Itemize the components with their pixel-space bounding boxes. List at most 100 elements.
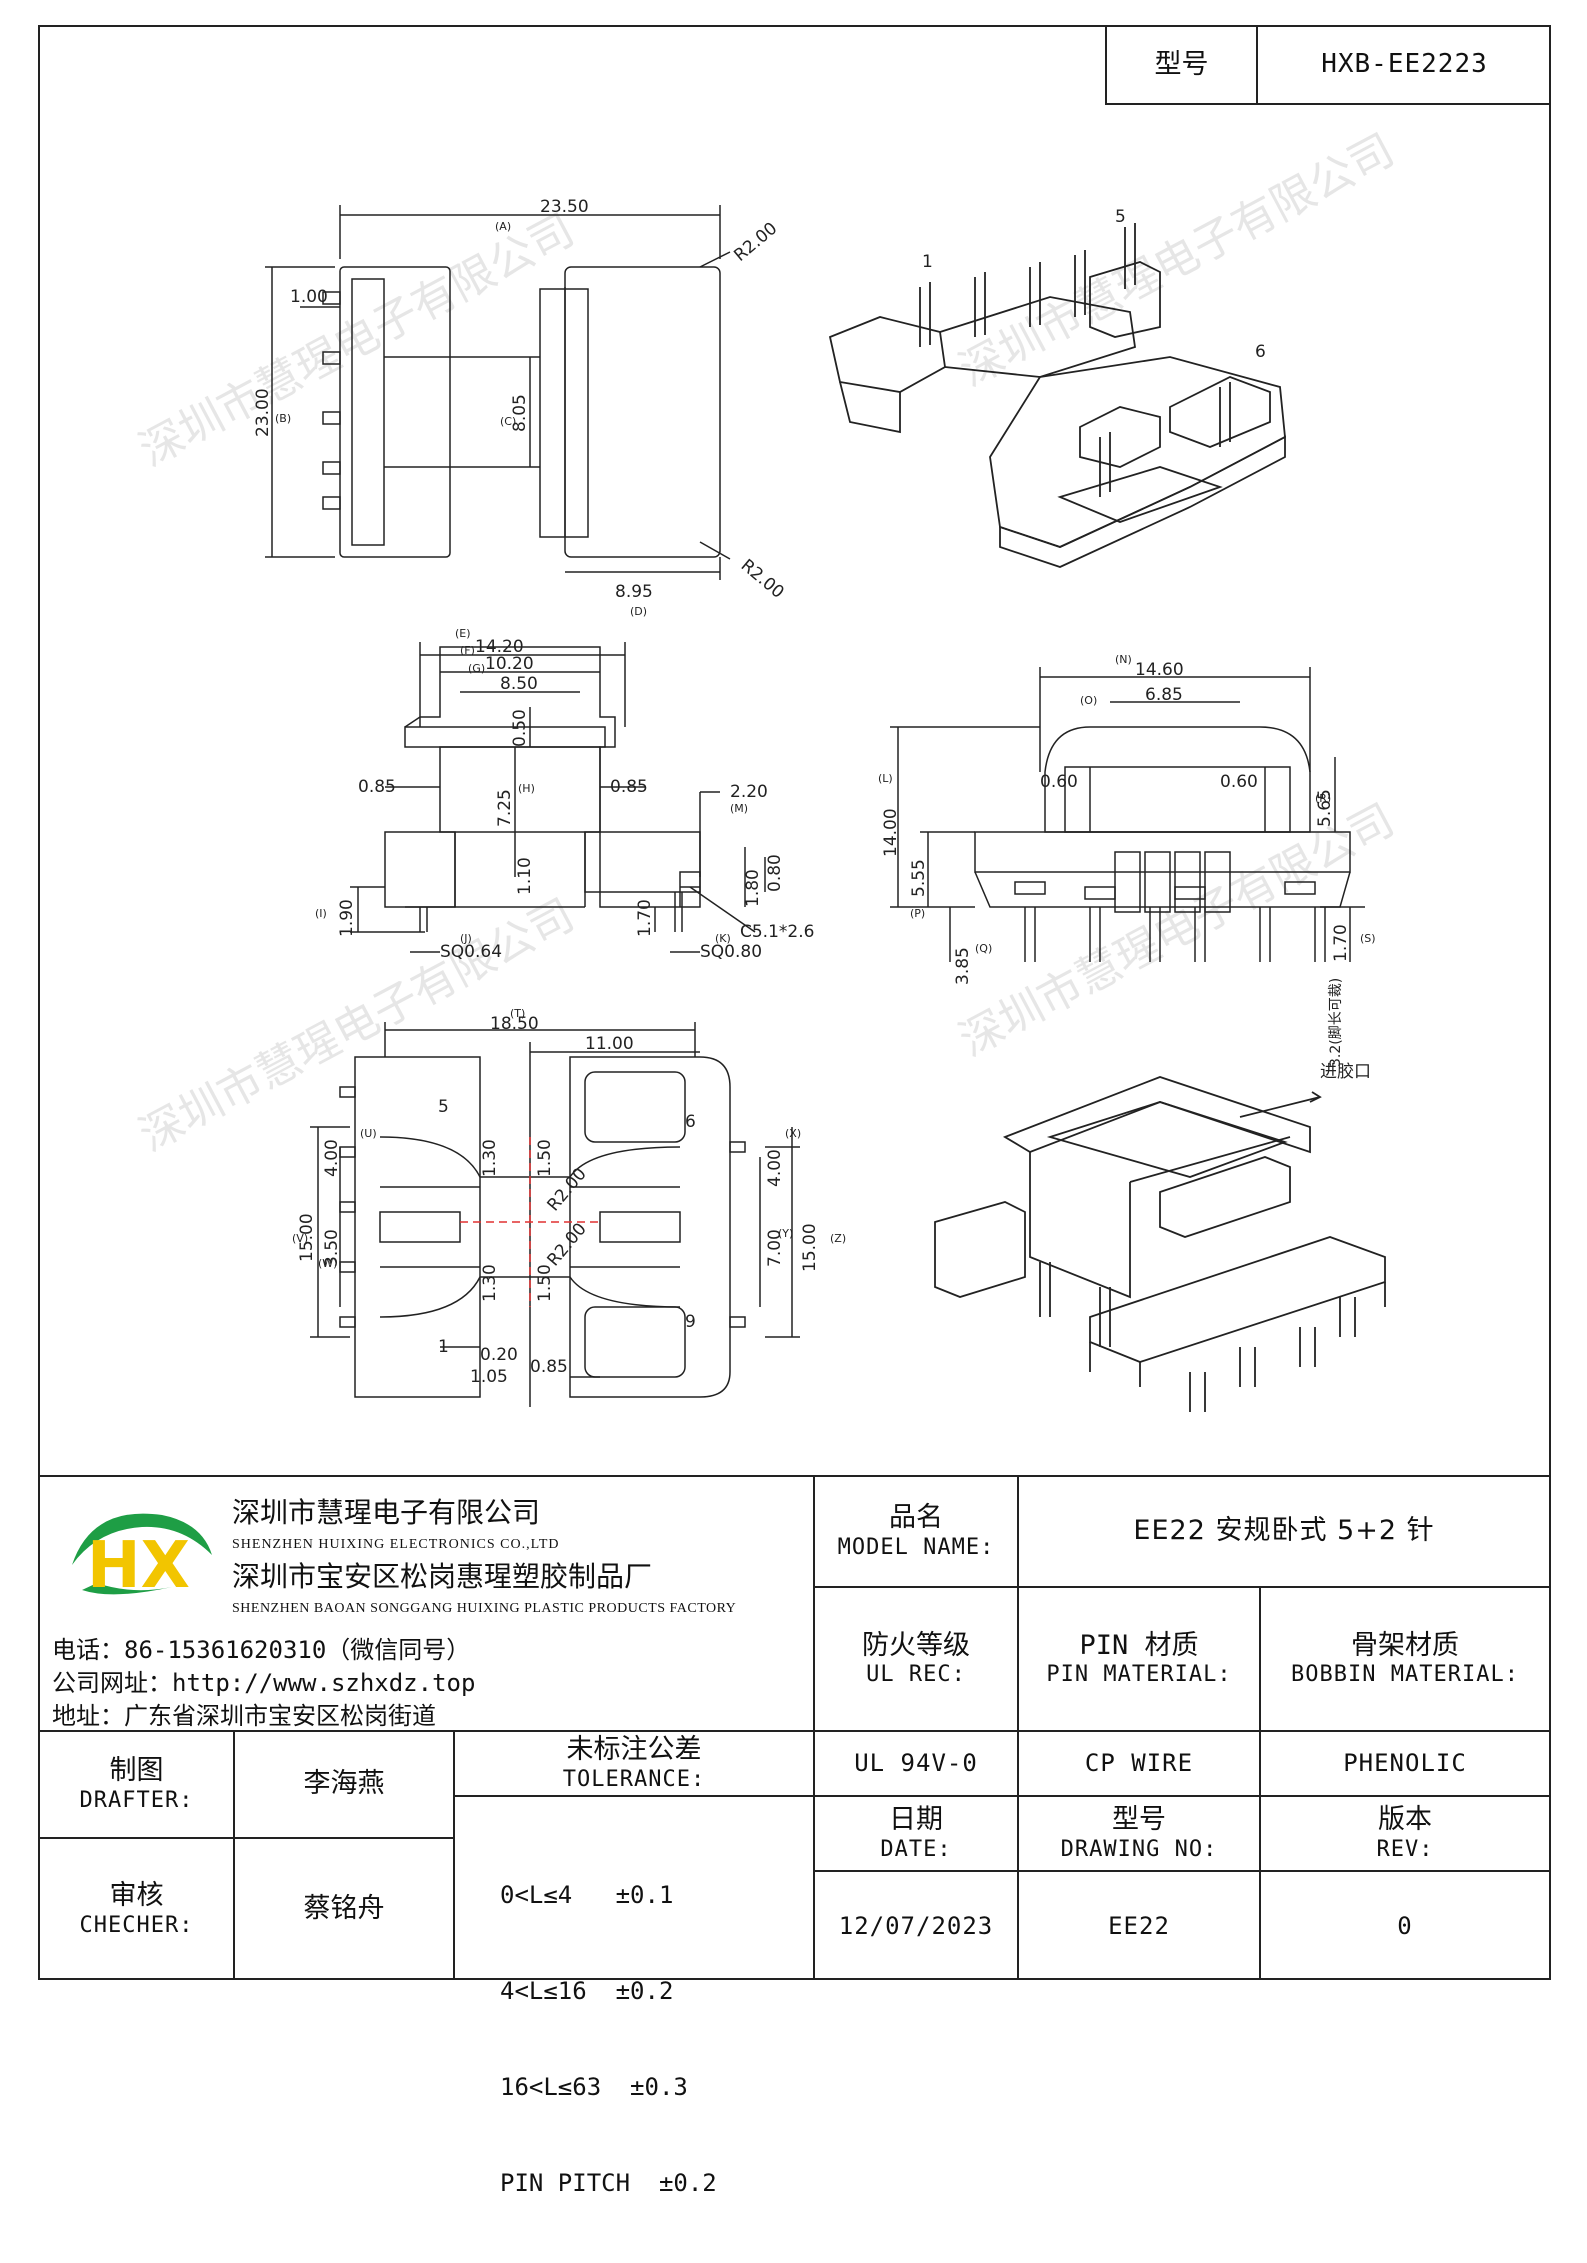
dim-g: 8.50 [500,674,538,694]
dim-h: 7.25 [495,789,515,827]
dim-110: 1.10 [515,857,535,895]
letter-d: (D) [630,605,647,618]
checker-value: 蔡铭舟 [303,1893,385,1925]
letter-x: (X) [785,1127,801,1140]
dim-130-top: 1.30 [480,1139,500,1177]
letter-f: (F) [460,644,475,657]
checker-label-cn: 审核 [109,1880,164,1912]
dim-k: SQ0.80 [700,942,762,962]
bobbin-material-label-cn: 骨架材质 [1351,1629,1459,1661]
dim-w: 3.50 [322,1229,342,1267]
bottom-view-labels: 18.50 11.00 4.00 1.30 1.50 R2.00 R2.00 1… [292,1007,846,1387]
company-logo: HX [52,1495,222,1605]
grid-line [1017,1475,1019,1980]
dim-z: 15.00 [800,1223,820,1272]
dim-e: 14.20 [475,637,524,657]
drafter-value: 李海燕 [303,1768,385,1800]
ul-rec-label-cn: 防火等级 [862,1629,970,1661]
date-value: 12/07/2023 [838,1911,994,1940]
company-name-cn: 深圳市慧瑆电子有限公司 [232,1496,541,1529]
letter-w: (W) [318,1257,337,1270]
company-website[interactable]: 公司网址：http://www.szhxdz.top [52,1669,476,1697]
dim-r2: R2.00 [737,556,788,603]
iso-pin-6: 6 [1255,342,1266,362]
bobbin-material-value: PHENOLIC [1343,1749,1467,1778]
dim-b: 23.00 [253,388,273,437]
ul-value: UL 94V-0 [854,1749,978,1778]
model-value: HXB-EE2223 [1321,49,1488,80]
header-divider [1256,27,1258,105]
letter-k: (K) [715,932,731,945]
letter-l: (L) [878,772,893,785]
letter-i: (I) [315,907,327,920]
iso-pin-5: 5 [1115,207,1126,227]
letter-u: (U) [360,1127,377,1140]
rev-label-cn: 版本 [1378,1804,1432,1836]
company-address: 地址：广东省深圳市宝安区松岗街道 [52,1702,436,1730]
front-view [350,642,766,953]
watermark: 深圳市慧瑆电子有限公司 [131,204,582,476]
dim-s: 1.70 [1331,924,1351,962]
pin-material-label-cn: PIN 材质 [1079,1629,1199,1661]
dim-o: 6.85 [1145,685,1183,705]
drawing-no-label-en: DRAWING NO: [1060,1836,1218,1862]
dim-t: 18.50 [490,1014,539,1034]
pin-1: 1 [438,1337,449,1357]
letter-o: (O) [1080,694,1097,707]
dim-1: 1.00 [290,287,328,307]
dim-x: 4.00 [765,1149,785,1187]
dim-085-right: 0.85 [610,777,648,797]
letter-h: (H) [518,782,535,795]
dim-050: 0.50 [510,709,530,747]
watermark: 深圳市慧瑆电子有限公司 [951,124,1402,396]
checker-label: 审核 CHECHER: [40,1839,233,1980]
tolerance-line: PIN PITCH ±0.2 [500,2169,717,2197]
dim-n: 14.60 [1135,660,1184,680]
dim-a: 23.50 [540,197,589,217]
dim-u: 4.00 [322,1139,342,1177]
rev-label: 版本 REV: [1261,1797,1549,1870]
iso-view-1 [828,223,1286,568]
dim-y: 7.00 [765,1229,785,1267]
dim-130-bottom: 1.30 [480,1264,500,1302]
dim-m: 2.20 [730,782,768,802]
top-view [265,205,731,580]
header-divider [1105,103,1551,105]
dim-085: 0.85 [530,1357,568,1377]
model-label: 型号 [1154,48,1209,80]
rev-value: 0 [1397,1911,1413,1940]
grid-line [813,1475,815,1980]
gate-label: 进胶口 [1320,1062,1371,1082]
grid-line [1259,1586,1261,1980]
watermarks: 深圳市慧瑆电子有限公司 深圳市慧瑆电子有限公司 深圳市慧瑆电子有限公司 深圳市慧… [131,124,1402,1161]
drawing-sheet: 型号 HXB-EE2223 深圳市慧瑆电子有限公司 深圳市慧瑆电子有限公司 深圳… [38,25,1551,2197]
tolerance-line: 0<L≤4 ±0.1 [500,1881,674,1909]
drawing-no-label-cn: 型号 [1112,1804,1166,1836]
iso-pin-1: 1 [922,252,933,272]
tolerance-line: 16<L≤63 ±0.3 [500,2073,688,2101]
grid-line [453,1730,455,1980]
drawing-no-value: EE22 [1108,1911,1170,1940]
dim-060-left: 0.60 [1040,772,1078,792]
model-name-label-en: MODEL NAME: [837,1534,995,1560]
letter-a: (A) [495,220,511,233]
grid-line [813,1586,1549,1588]
date-label-en: DATE: [880,1836,952,1862]
grid-line [233,1730,235,1980]
tolerance-line: 4<L≤16 ±0.2 [500,1977,674,2005]
grid-line [40,1837,453,1839]
model-name-label: 品名 MODEL NAME: [815,1477,1017,1586]
letter-t: (T) [510,1007,525,1020]
letter-m: (M) [730,802,748,815]
letter-v: (V) [292,1232,308,1245]
letter-c: (C) [500,415,516,428]
dim-060-right: 0.60 [1220,772,1258,792]
side-view [890,667,1365,962]
letter-j: (J) [460,932,472,945]
dim-i: 1.90 [337,899,357,937]
letter-p: (P) [910,907,925,920]
tolerance-label: 未标注公差 TOLERANCE: [455,1732,813,1795]
dim-j: SQ0.64 [440,942,502,962]
letter-b: (B) [275,412,291,425]
drawing-no-label: 型号 DRAWING NO: [1019,1797,1259,1870]
